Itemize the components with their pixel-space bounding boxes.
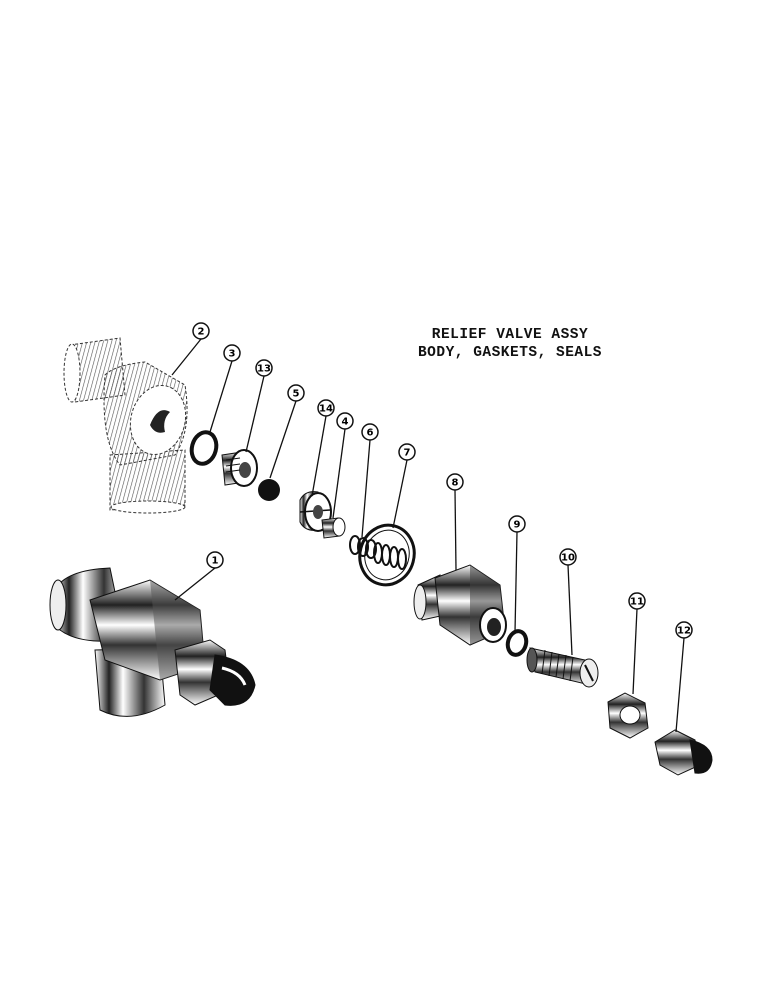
callout-circle-5 [287,384,305,402]
callout-circle-4 [336,412,354,430]
part-1-assembled-valve [49,567,256,717]
callout-circle-6 [361,423,379,441]
callout-circle-1 [206,551,224,569]
callout-leader-2 [171,338,202,376]
callout-leader-8 [454,489,457,571]
callout-circle-3 [223,344,241,362]
callout-number-1: 1 [212,556,219,567]
part-13-seat-plug [221,449,258,487]
callout-number-2: 2 [198,327,205,338]
part-3-o-ring [189,430,219,466]
diagram-title-line1: RELIEF VALVE ASSY [431,327,589,343]
callout-number-6: 6 [367,428,374,439]
part-7-spring-washer [358,523,416,587]
callout-circle-10 [559,548,577,566]
callout-number-9: 9 [514,520,521,531]
callout-leader-11 [632,608,638,695]
callout-leader-5 [269,400,297,479]
callout-circle-11 [628,592,646,610]
callout-leader-10 [567,564,573,656]
callout-circle-14 [317,399,335,417]
callout-circle-8 [446,473,464,491]
part-4-poppet [321,517,346,539]
callout-circle-7 [398,443,416,461]
part-11-hex-nut [607,692,649,739]
callout-number-14: 14 [319,404,333,415]
callout-number-8: 8 [452,478,459,489]
callout-number-10: 10 [561,553,575,564]
callout-number-5: 5 [293,389,300,400]
callout-leader-12 [675,637,685,733]
callout-circle-13 [255,359,273,377]
callout-circle-9 [508,515,526,533]
callout-leader-7 [392,459,408,529]
part-5-ball [258,479,280,501]
callout-circle-12 [675,621,693,639]
callout-number-11: 11 [630,597,644,608]
callout-number-7: 7 [404,448,411,459]
callout-leader-13 [245,375,265,453]
callout-number-3: 3 [229,349,236,360]
callout-leader-1 [174,567,216,601]
diagram-title-line2: BODY, GASKETS, SEALS [417,345,603,361]
callout-circle-2 [192,322,210,340]
callout-leader-6 [361,439,371,538]
part-12-cap-nut [654,729,713,776]
callout-number-12: 12 [677,626,691,637]
part-9-o-ring [505,629,529,657]
part-8-valve-body [413,564,507,646]
callout-number-4: 4 [342,417,349,428]
part-10-adjusting-screw [526,647,599,688]
callout-leader-14 [311,415,327,497]
callout-leader-3 [209,360,233,433]
callout-leader-9 [514,531,518,633]
part-2-elbow-body [63,337,188,514]
callout-leader-4 [332,428,346,519]
callout-number-13: 13 [257,364,271,375]
